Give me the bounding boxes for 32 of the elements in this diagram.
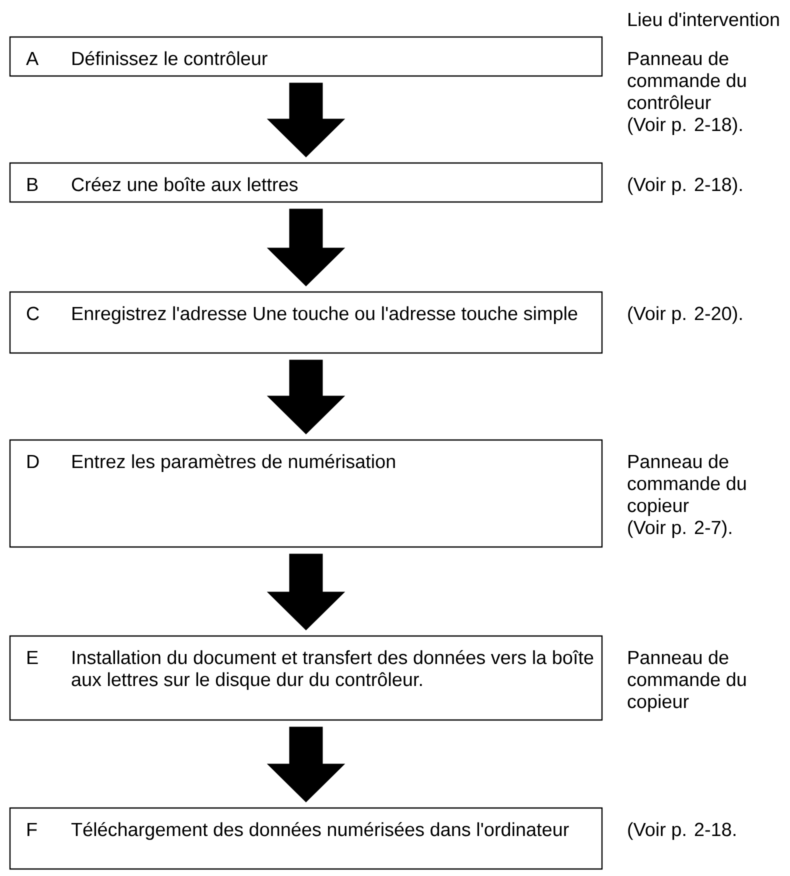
arrow [266, 554, 346, 630]
step-letter: B [28, 178, 38, 192]
step-text: Définissez le contrôleur [72, 51, 268, 66]
arrow [266, 208, 346, 286]
step-box [9, 36, 603, 77]
step-text: Entrez les paramètres de numérisation [72, 454, 395, 472]
arrow [266, 82, 346, 158]
step-text: Téléchargement des données numérisées dans l'ordinateur [71, 822, 569, 840]
location-note: (Voir p. 2-7). [628, 520, 732, 538]
step-letter: A [26, 52, 39, 66]
location-note: (Voir p. 2-20). [628, 306, 742, 324]
step-letter: E [28, 650, 38, 664]
step-box [9, 439, 603, 548]
step-letter: D [28, 454, 39, 468]
location-note: (Voir p. 2-18). [628, 117, 742, 135]
step-letter: C [26, 306, 39, 320]
step-letter: F [28, 822, 37, 836]
location-note: (Voir p. 2-18. [628, 822, 736, 840]
arrow [266, 360, 346, 434]
location-note: Panneau de commande du contrôleur [628, 51, 746, 110]
step-box [9, 635, 603, 721]
step-box [9, 162, 603, 203]
step-text: Enregistrez l'adresse Une touche ou l'adresse touche simple [72, 306, 578, 324]
column-heading: Lieu d'intervention [628, 12, 779, 26]
step-text: Créez une boîte aux lettres [72, 177, 298, 192]
location-note: Panneau de commande du copieur [628, 650, 746, 712]
step-text: Installation du document et transfert des données vers la boîte aux lettres sur le disque dur du contrôleur. [72, 650, 594, 690]
location-note: Panneau de commande du copieur [628, 454, 746, 516]
arrow [266, 726, 346, 802]
step-box [9, 291, 603, 354]
step-box [9, 807, 603, 870]
location-note: (Voir p. 2-18). [628, 177, 742, 195]
